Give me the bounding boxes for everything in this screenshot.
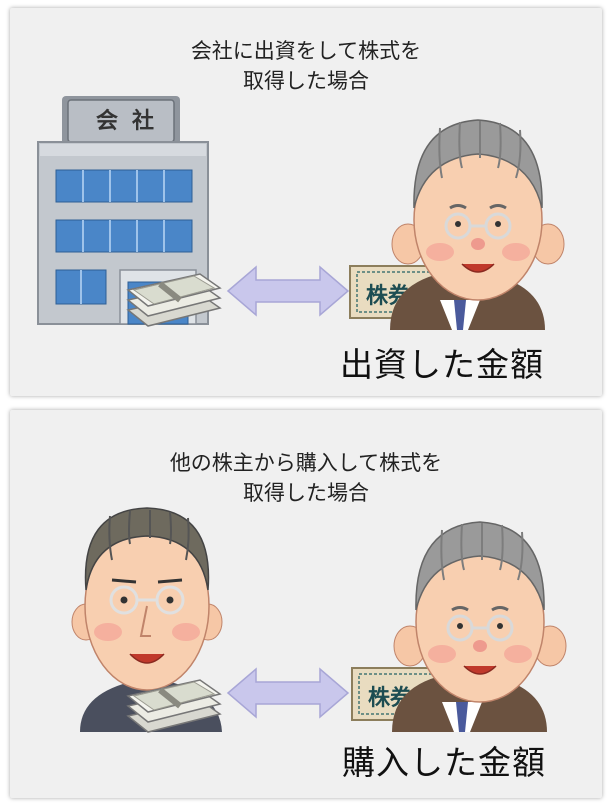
- company-investment-illustration: 会 社: [37, 96, 565, 330]
- panel-caption: 会社に出資をして株式を 取得した場合: [10, 36, 602, 96]
- panel-company-investment: 会社に出資をして株式を 取得した場合 会 社: [10, 8, 602, 396]
- money-bundle-icon: [126, 679, 222, 733]
- panel-caption: 他の株主から購入して株式を 取得した場合: [10, 448, 602, 508]
- double-arrow-icon: [226, 265, 350, 317]
- company-sign-char-1: 会: [96, 108, 118, 134]
- shareholder-purchase-illustration: 株券: [71, 507, 567, 733]
- elderly-man-investor-icon: [390, 119, 565, 330]
- panel-purchase-from-shareholder: 他の株主から購入して株式を 取得した場合: [10, 410, 602, 798]
- caption-line-1: 会社に出資をして株式を: [190, 39, 422, 63]
- caption-line-2: 取得した場合: [243, 69, 369, 93]
- elderly-man-buyer-icon: [392, 521, 567, 732]
- investment-amount-label: 出資した金額: [340, 345, 544, 384]
- money-bundle-icon: [126, 273, 222, 327]
- caption-line-1: 他の株主から購入して株式を: [169, 451, 443, 475]
- caption-line-2: 取得した場合: [243, 481, 369, 505]
- purchase-amount-label: 購入した金額: [342, 743, 546, 782]
- company-sign-char-2: 社: [132, 108, 154, 134]
- double-arrow-icon: [226, 667, 350, 719]
